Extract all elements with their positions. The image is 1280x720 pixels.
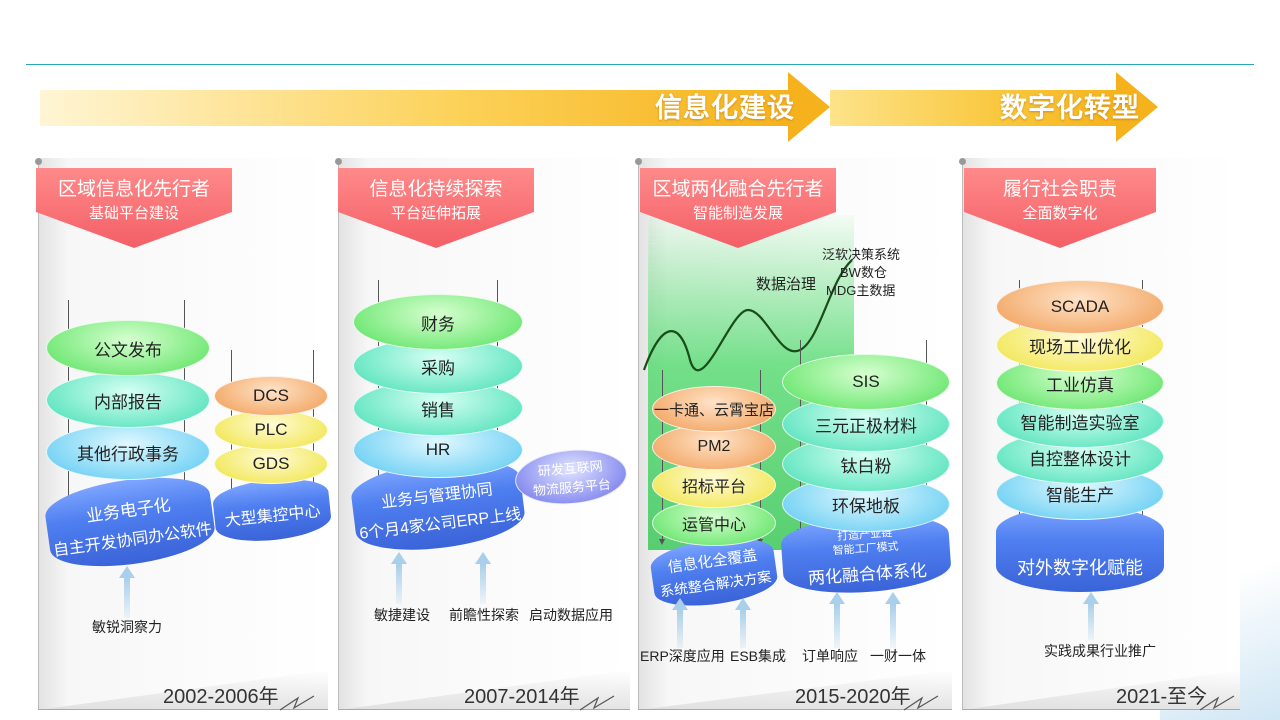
phase4-year: 2021-至今 <box>1116 686 1208 708</box>
phase3-stack2-item: SIS <box>782 354 950 410</box>
phase2-stack-item: 财务 <box>353 294 523 350</box>
phase1-stack-item: 其他行政事务 <box>46 424 210 480</box>
driver-arrow <box>119 566 135 618</box>
driver-arrow <box>735 598 751 648</box>
phase3-curve-label: 数据治理 <box>756 276 817 293</box>
banner-digital: 数字化转型 <box>830 72 1160 142</box>
banner-informatization-label: 信息化建设 <box>655 93 795 123</box>
phase1-ribbon-subtitle: 基础平台建设 <box>88 205 179 222</box>
phase1-ribbon-title: 区域信息化先行者 <box>57 179 210 200</box>
phase3-driver: ERP深度应用 <box>640 648 725 664</box>
driver-arrow <box>1083 592 1099 640</box>
phase4-driver: 实践成果行业推广 <box>1044 643 1156 659</box>
phase3-driver: 一财一体 <box>870 648 926 664</box>
driver-arrow <box>885 592 901 648</box>
phase1-stack-item: 公文发布 <box>46 320 210 376</box>
phase3-year: 2015-2020年 <box>795 686 911 708</box>
phase3-driver: ESB集成 <box>730 648 787 664</box>
header-rule <box>26 64 1254 65</box>
phase1-side-item: DCS <box>214 376 328 416</box>
phase1-side-base-label: 大型集控中心 <box>224 502 322 530</box>
phase2-ribbon-subtitle: 平台延伸拓展 <box>390 205 481 222</box>
phase3-curve-label: BW数仓 <box>840 265 887 280</box>
phase3-curve-label: 泛软决策系统 <box>822 247 901 262</box>
year-mark-icon <box>903 695 939 711</box>
phase2-driver: 前瞻性探索 <box>449 607 519 623</box>
phase4-ribbon-title: 履行社会职责 <box>1002 179 1117 200</box>
phase3-ribbon-subtitle: 智能制造发展 <box>692 205 783 222</box>
phase1-driver: 敏锐洞察力 <box>92 619 162 635</box>
phase3-stack-item: 一卡通、云霄宝店 <box>652 386 776 432</box>
phase1-year: 2002-2006年 <box>163 686 279 708</box>
year-mark-icon <box>279 695 315 711</box>
phase4-ribbon-subtitle: 全面数字化 <box>1022 205 1098 222</box>
banner-digital-label: 数字化转型 <box>1000 93 1140 123</box>
year-mark-icon <box>1199 695 1235 711</box>
phase2-driver: 启动数据应用 <box>529 607 613 623</box>
phase1-side-item: PLC <box>214 410 328 450</box>
phase2-driver: 敏捷建设 <box>374 607 430 623</box>
phase3-ribbon-title: 区域两化融合先行者 <box>652 179 824 200</box>
driver-arrow <box>391 552 407 604</box>
phase2-ribbon-title: 信息化持续探索 <box>369 179 503 200</box>
phase3-driver: 订单响应 <box>802 648 858 664</box>
banner-informatization: 信息化建设 <box>40 72 830 142</box>
phase4-base-bottom: 对外数字化赋能 <box>1017 558 1143 578</box>
phase3-curve-label: MDG主数据 <box>826 283 896 298</box>
phase1-side-item: GDS <box>214 444 328 484</box>
year-mark-icon <box>579 695 615 711</box>
driver-arrow <box>475 552 491 604</box>
phase3-stack-item: 招标平台 <box>652 462 776 508</box>
phase4-stack-item: SCADA <box>996 280 1164 334</box>
phase1-stack-item: 内部报告 <box>46 372 210 428</box>
driver-arrow <box>672 598 688 648</box>
driver-arrow <box>829 592 845 648</box>
phase4-base: 对外数字化赋能 <box>996 506 1164 592</box>
growth-curve <box>642 259 853 372</box>
phase2-year: 2007-2014年 <box>464 686 580 708</box>
